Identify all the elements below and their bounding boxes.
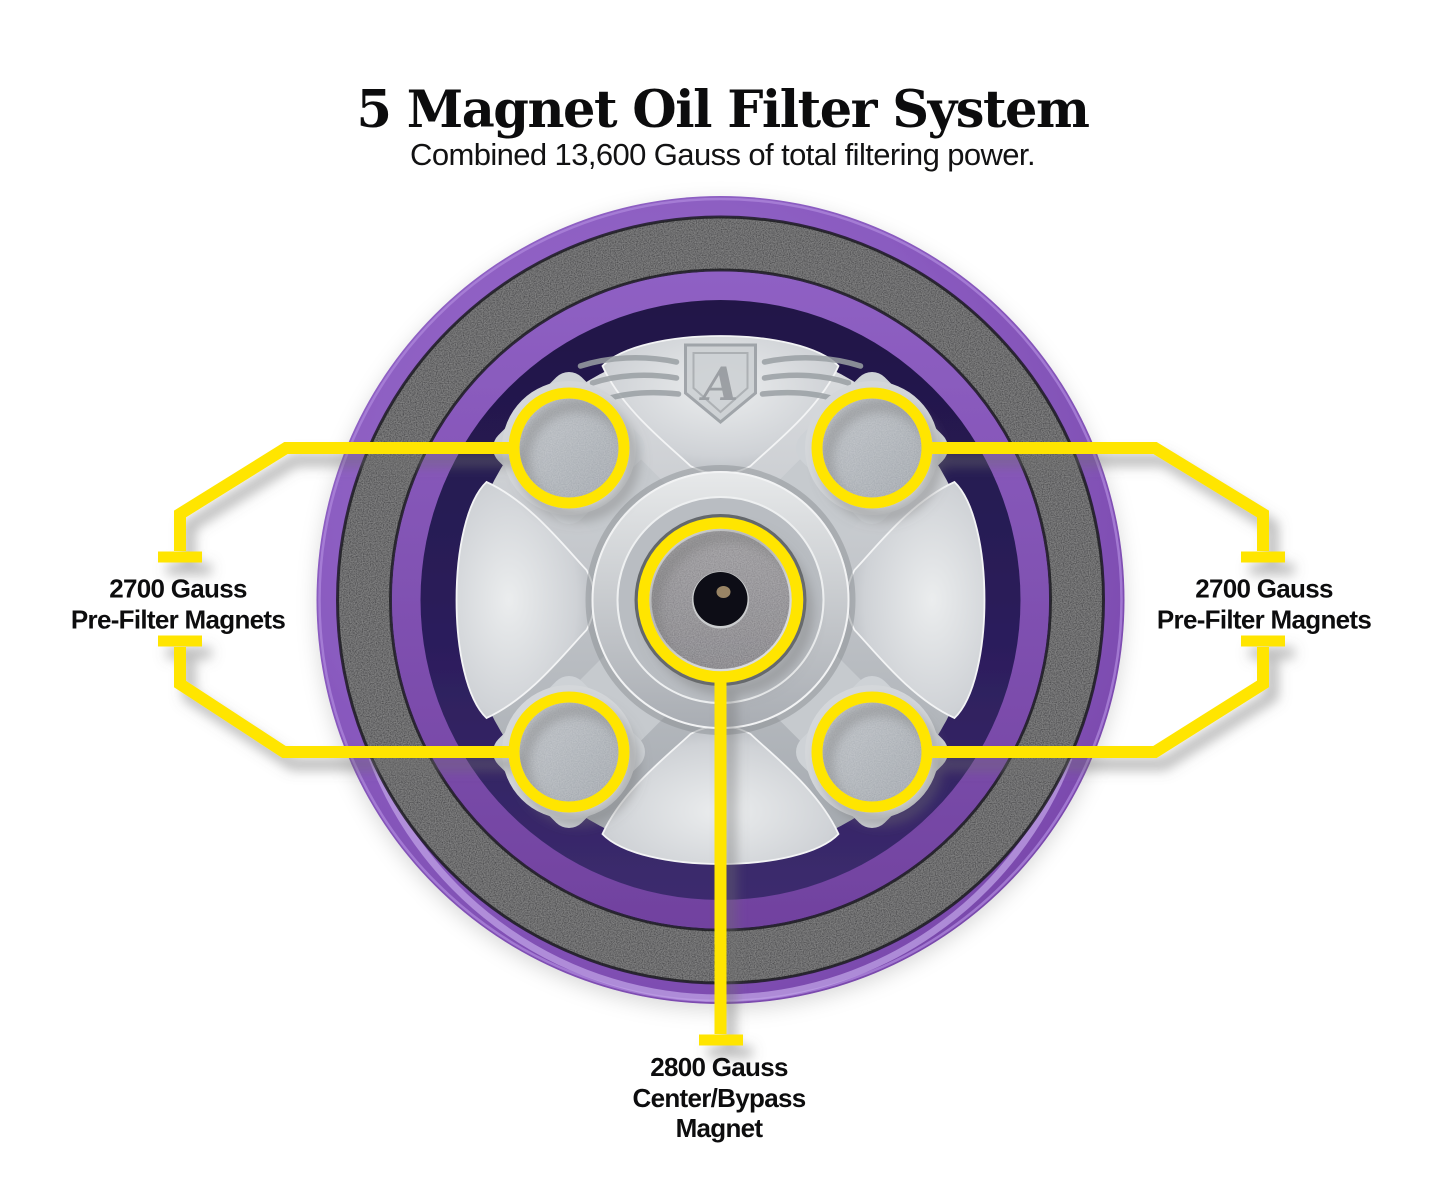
page-subtitle: Combined 13,600 Gauss of total filtering… [410, 137, 1036, 172]
hub-scallops [455, 335, 986, 865]
hub: A [455, 335, 986, 865]
label-center-line1: 2800 Gauss [650, 1051, 788, 1082]
pre-filter-magnet-bottom-right [821, 701, 923, 803]
label-right-line1: 2700 Gauss [1195, 573, 1333, 604]
center-hole [693, 572, 748, 626]
pre-filter-magnet-top-left [518, 397, 620, 499]
label-center-line2: Center/Bypass [632, 1082, 807, 1113]
label-center-bypass-magnet: 2800 Gauss Center/Bypass Magnet [632, 1051, 807, 1144]
highlight-circle-top-right [811, 387, 933, 509]
svg-text:A: A [699, 357, 739, 411]
label-left-line1: 2700 Gauss [109, 573, 247, 604]
callout-line-right-lower [928, 647, 1269, 758]
label-left-pre-filter-magnets: 2700 Gauss Pre-Filter Magnets [70, 573, 286, 634]
page-title: 5 Magnet Oil Filter System [356, 80, 1090, 140]
pre-filter-magnet-top-right [821, 397, 923, 499]
callout-line-right-upper [928, 442, 1269, 551]
callout-line-left-lower [174, 647, 514, 758]
label-right-pre-filter-magnets: 2700 Gauss Pre-Filter Magnets [1156, 573, 1372, 634]
label-left-line2: Pre-Filter Magnets [70, 604, 286, 634]
pre-filter-magnet-bottom-left [518, 701, 620, 803]
label-center-line3: Magnet [675, 1113, 764, 1144]
label-right-line2: Pre-Filter Magnets [1156, 604, 1372, 634]
highlight-circle-bottom-right [811, 691, 933, 813]
callout-line-left-upper [174, 442, 514, 551]
annotations [158, 387, 1285, 1046]
